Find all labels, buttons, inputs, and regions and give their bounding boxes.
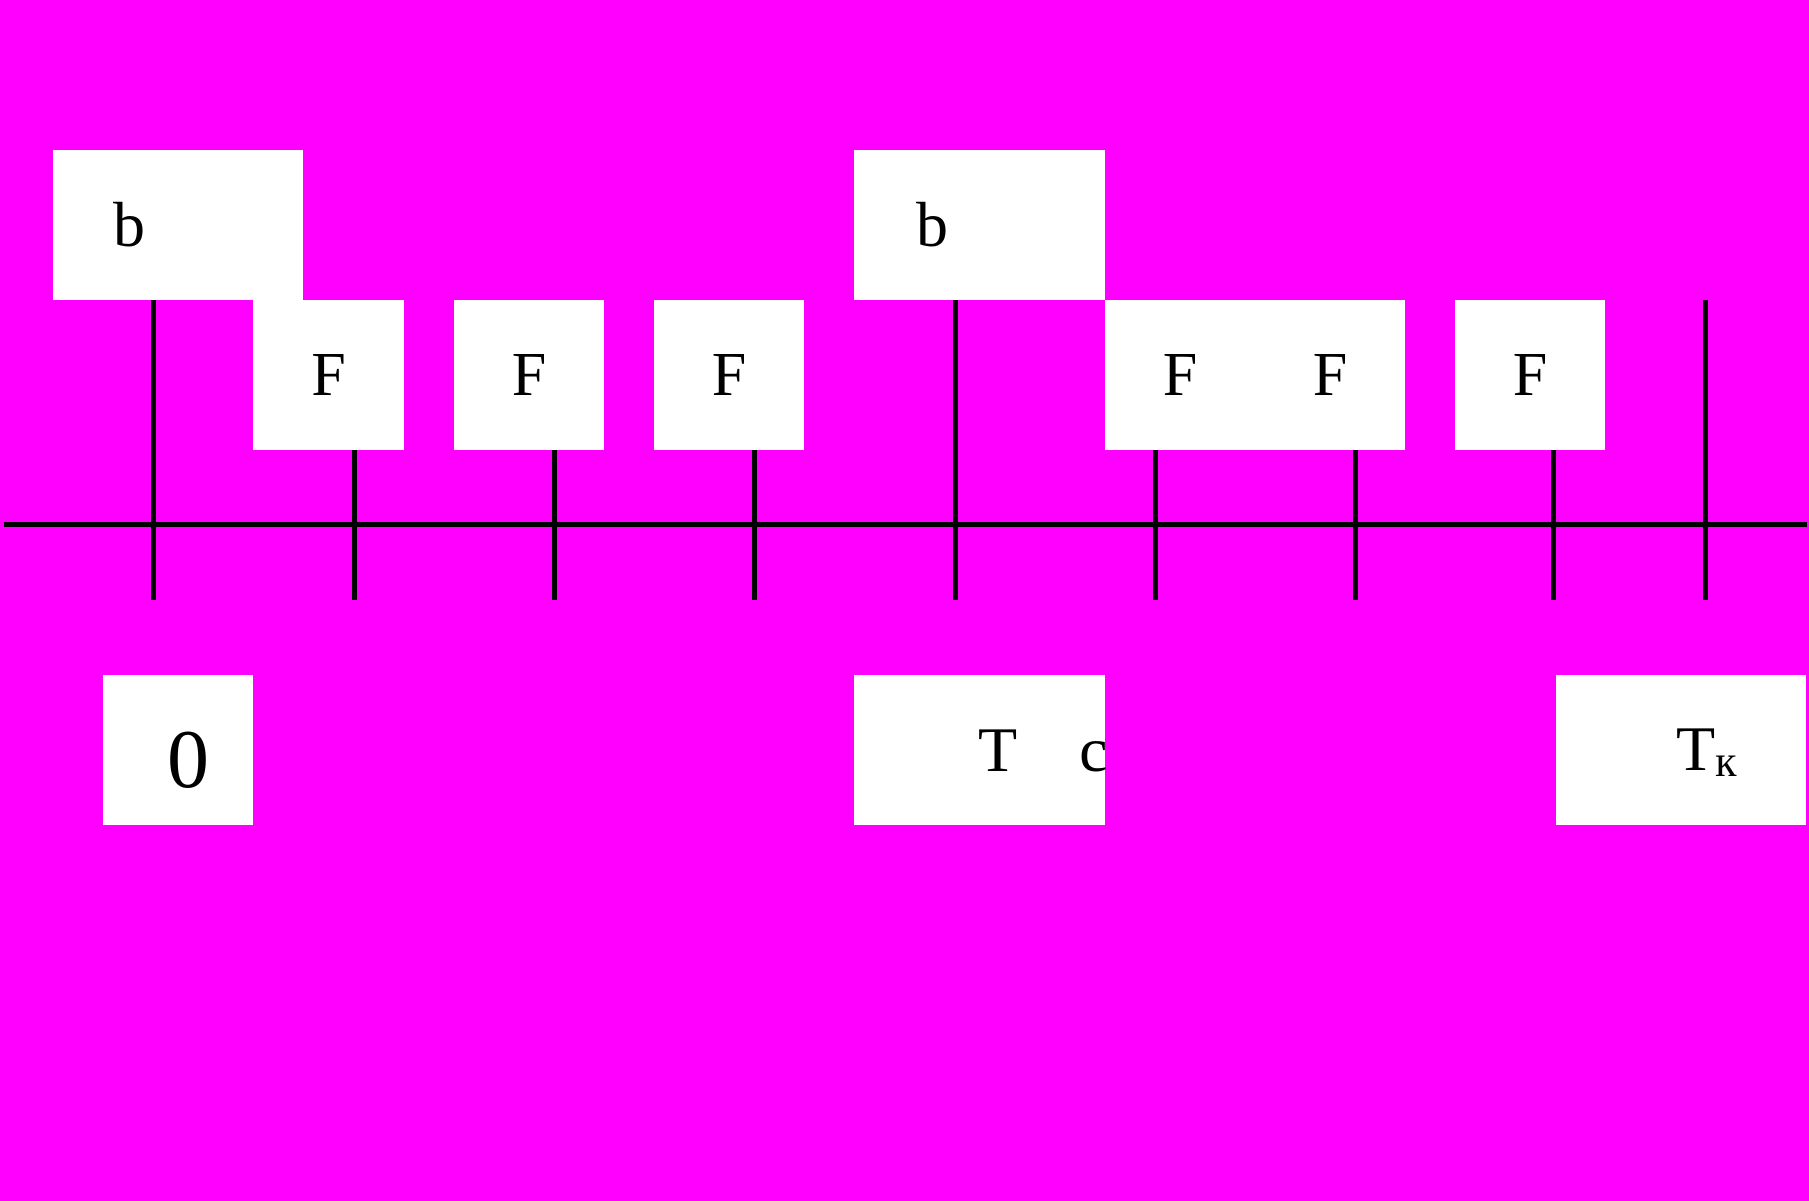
origin-label-box: 0 <box>103 675 253 825</box>
tick-b-middle <box>953 300 958 600</box>
tick-f <box>752 450 757 600</box>
label-box-f: F <box>253 300 404 450</box>
label-box-f: F <box>1455 300 1605 450</box>
label-f: F <box>311 341 346 409</box>
time-axis <box>4 522 1807 527</box>
label-b: b <box>916 189 948 260</box>
tick-f <box>1551 450 1556 600</box>
tick-f <box>1153 450 1158 600</box>
tk-label-sub: к <box>1715 736 1737 786</box>
label-box-f: F <box>1105 300 1255 450</box>
tk-label-main: T <box>1676 712 1716 784</box>
label-f: F <box>511 341 547 409</box>
tc-label-main: T <box>978 714 1018 785</box>
tk-label: Tк <box>1616 716 1737 786</box>
label-f: F <box>1162 341 1198 409</box>
origin-label: 0 <box>167 713 209 806</box>
label-box-f: F <box>1255 300 1405 450</box>
label-f: F <box>1512 341 1548 409</box>
label-b: b <box>113 189 145 260</box>
label-box-f: F <box>454 300 604 450</box>
tk-label-box: Tк <box>1556 675 1806 825</box>
tick-f <box>352 450 357 600</box>
tick-f <box>1353 450 1358 600</box>
label-box-b-middle: b <box>854 150 1105 300</box>
label-f: F <box>711 341 747 409</box>
tick-b-start <box>151 300 156 600</box>
tick-f <box>552 450 557 600</box>
label-f: F <box>1312 341 1348 409</box>
tick-end <box>1703 300 1708 600</box>
tc-label-sub: c <box>1079 714 1108 785</box>
label-box-f: F <box>654 300 804 450</box>
label-box-b-start: b <box>53 150 303 300</box>
